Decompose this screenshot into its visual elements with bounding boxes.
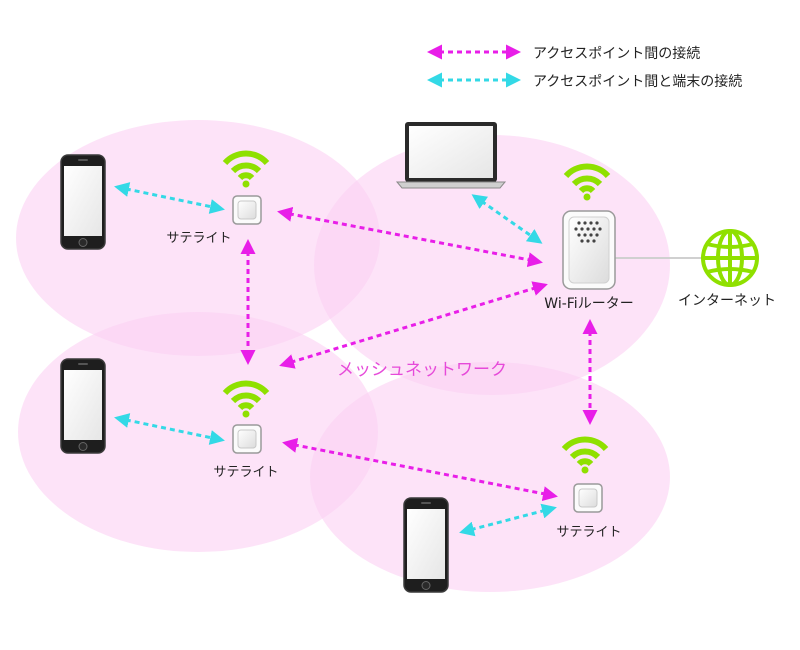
ap-link-sat2-sat3 (282, 437, 558, 502)
smartphone-icon (60, 154, 106, 250)
internet-label: インターネット (678, 293, 776, 309)
legend-device-link-label: アクセスポイント間と端末の接続 (533, 73, 742, 90)
laptop-icon (395, 122, 507, 189)
router-icon (562, 210, 616, 290)
device-link-phone3-sat3 (459, 503, 557, 537)
device-links (114, 182, 557, 537)
ap-links (240, 206, 598, 502)
ap-link-sat1-router (277, 206, 543, 268)
legend: アクセスポイント間の接続 アクセスポイント間と端末の接続 (427, 44, 742, 90)
device-link-laptop-router (471, 194, 543, 244)
diagram-title: メッシュネットワーク (337, 360, 507, 380)
satellite-icon (232, 424, 262, 454)
coverage-bottom-right (310, 362, 670, 592)
satellite-label: サテライト (166, 231, 231, 246)
smartphone-icon (60, 358, 106, 454)
satellite-icon (573, 483, 603, 513)
smartphone-icon (403, 497, 449, 593)
satellite-icon (232, 195, 262, 225)
coverage-areas (16, 120, 670, 592)
router-label: Wi-Fiルーター (544, 296, 633, 312)
satellite-label: サテライト (556, 525, 621, 540)
satellite-label: サテライト (213, 465, 278, 480)
ap-link-router-sat2 (279, 281, 548, 369)
legend-ap-link-label: アクセスポイント間の接続 (533, 45, 700, 62)
globe-icon (701, 229, 759, 287)
